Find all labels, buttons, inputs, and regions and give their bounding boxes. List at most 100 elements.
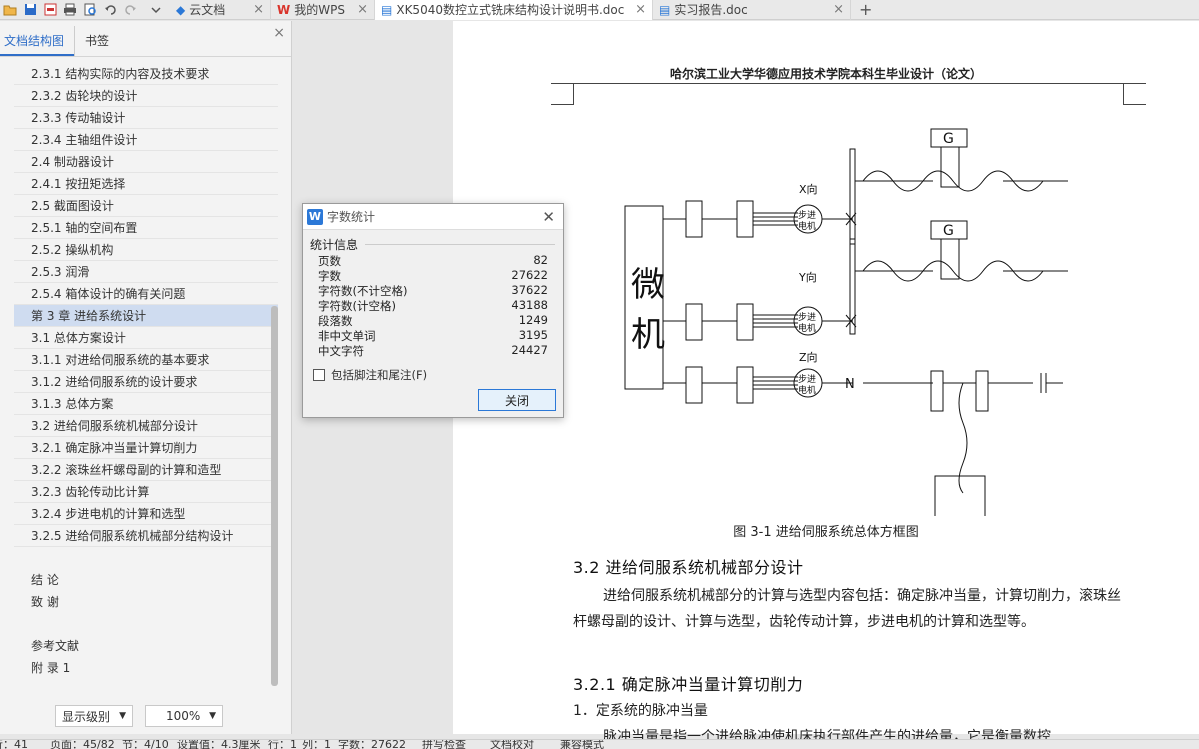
dialog-titlebar[interactable]: W 字数统计 ✕: [303, 204, 563, 230]
stat-value: 3195: [518, 328, 548, 342]
tab-my-wps[interactable]: W 我的WPS ×: [271, 0, 375, 20]
micro-label-2: 机: [631, 315, 665, 355]
outline-item[interactable]: 3.2.1 确定脉冲当量计算切削力: [14, 437, 278, 459]
checkbox-box[interactable]: [313, 369, 325, 381]
stat-value: 27622: [511, 268, 548, 282]
stat-value: 24427: [511, 343, 548, 357]
outline-item[interactable]: 2.3.3 传动轴设计: [14, 107, 278, 129]
outline-item[interactable]: 3.1.3 总体方案: [14, 393, 278, 415]
tab-bookmarks[interactable]: 书签: [74, 26, 119, 56]
status-row: 行：41: [0, 739, 28, 749]
tab-label: 云文档: [189, 3, 226, 17]
open-folder-icon[interactable]: [2, 2, 18, 18]
outline-item[interactable]: 3.1.1 对进给伺服系统的基本要求: [14, 349, 278, 371]
status-words[interactable]: 字数：27622: [338, 739, 406, 749]
outline-item[interactable]: 2.3.2 齿轮块的设计: [14, 85, 278, 107]
document-page[interactable]: 哈尔滨工业大学华德应用技术学院本科生毕业设计（论文）: [453, 21, 1199, 745]
page-header-text: 哈尔滨工业大学华德应用技术学院本科生毕业设计（论文）: [669, 67, 982, 81]
status-line: 行：1: [268, 739, 297, 749]
stat-label: 字符数(不计空格): [318, 284, 408, 298]
quick-access-toolbar: [0, 0, 170, 20]
status-doc-check[interactable]: 文档校对: [490, 739, 534, 749]
outline-item[interactable]: 2.3.1 结构实际的内容及技术要求: [14, 63, 278, 85]
close-icon[interactable]: ×: [253, 2, 264, 17]
close-button[interactable]: 关闭: [478, 389, 556, 411]
outline-item[interactable]: 2.3.4 主轴组件设计: [14, 129, 278, 151]
status-page[interactable]: 页面：45/82: [50, 739, 115, 749]
outline-item[interactable]: 2.5 截面图设计: [14, 195, 278, 217]
close-icon[interactable]: ×: [273, 25, 285, 41]
level-select-value: 显示级别: [62, 709, 111, 724]
outline-scrollbar[interactable]: [271, 306, 278, 686]
tab-label: XK5040数控立式铣床结构设计说明书.doc: [396, 3, 625, 17]
outline-item[interactable]: 3.1 总体方案设计: [14, 327, 278, 349]
tab-active-document[interactable]: ▤ XK5040数控立式铣床结构设计说明书.doc ×: [375, 0, 653, 20]
motor-label-y-1: 步进: [798, 312, 816, 323]
outline-item[interactable]: 2.5.3 润滑: [14, 261, 278, 283]
document-canvas: 哈尔滨工业大学华德应用技术学院本科生毕业设计（论文）: [293, 21, 1199, 745]
group-divider: [365, 244, 555, 245]
close-icon[interactable]: ✕: [542, 207, 555, 226]
motor-label-x-1: 步进: [798, 210, 816, 221]
motor-label-z-2: 电机: [798, 384, 816, 396]
stat-words: 字数 27622: [318, 268, 548, 283]
tab-label: 我的WPS: [294, 3, 345, 17]
close-icon[interactable]: ×: [357, 2, 368, 17]
outline-item[interactable]: 3.2.5 进给伺服系统机械部分结构设计: [14, 525, 278, 547]
stat-label: 字数: [318, 269, 341, 283]
wps-logo-icon: W: [307, 208, 323, 225]
outline-item[interactable]: 2.5.2 操纵机构: [14, 239, 278, 261]
g-label-y: G: [943, 223, 954, 239]
status-setting: 设置值：4.3厘米: [177, 739, 261, 749]
outline-item[interactable]: 附 录 1: [31, 661, 71, 675]
outline-item[interactable]: 3.2.3 齿轮传动比计算: [14, 481, 278, 503]
title-tab-bar: ◆ 云文档 × W 我的WPS × ▤ XK5040数控立式铣床结构设计说明书.…: [0, 0, 1199, 20]
power-amp-block: [736, 200, 754, 238]
outline-item[interactable]: 2.4.1 按扭矩选择: [14, 173, 278, 195]
tab-label: 实习报告.doc: [674, 3, 748, 17]
figure-caption: 图 3-1 进给伺服系统总体方框图: [733, 525, 919, 540]
dialog-title: 字数统计: [327, 210, 376, 224]
new-tab-button[interactable]: +: [859, 0, 873, 19]
tab-internship-report[interactable]: ▤ 实习报告.doc ×: [653, 0, 851, 20]
chevron-down-icon[interactable]: [148, 2, 164, 18]
doc-icon: ▤: [659, 2, 671, 17]
redo-icon[interactable]: [122, 2, 138, 18]
stat-value: 37622: [511, 283, 548, 297]
close-icon[interactable]: ×: [833, 2, 844, 17]
include-footnotes-checkbox[interactable]: 包括脚注和尾注(F): [313, 367, 427, 383]
outline-item-selected[interactable]: 第 3 章 进给系统设计: [14, 305, 278, 327]
zoom-select[interactable]: 100% ▼: [145, 705, 223, 727]
level-select[interactable]: 显示级别 ▼: [55, 705, 133, 727]
export-pdf-icon[interactable]: [42, 2, 58, 18]
tab-document-outline[interactable]: 文档结构图: [0, 26, 75, 56]
n-label: N: [845, 377, 855, 392]
outline-item[interactable]: 2.5.4 箱体设计的确有关问题: [14, 283, 278, 305]
outline-item[interactable]: 2.4 制动器设计: [14, 151, 278, 173]
print-preview-icon[interactable]: [82, 2, 98, 18]
outline-item[interactable]: 3.2.4 步进电机的计算和选型: [14, 503, 278, 525]
heading-3-2: 3.2 进给伺服系统机械部分设计: [573, 558, 804, 577]
outline-item[interactable]: 致 谢: [31, 595, 59, 609]
close-icon[interactable]: ×: [635, 2, 646, 17]
paragraph-3-2: 进给伺服系统机械部分的计算与选型内容包括：确定脉冲当量，计算切削力，滚珠丝杆螺母…: [573, 588, 1121, 630]
outline-item[interactable]: 3.1.2 进给伺服系统的设计要求: [14, 371, 278, 393]
outline-item[interactable]: 3.2.2 滚珠丝杆螺母副的计算和造型: [14, 459, 278, 481]
outline-item[interactable]: 3.2 进给伺服系统机械部分设计: [14, 415, 278, 437]
outline-item[interactable]: 结 论: [31, 573, 59, 587]
tab-cloud-docs[interactable]: ◆ 云文档 ×: [170, 0, 271, 20]
status-bar: 行：41 页面：45/82 节：4/10 设置值：4.3厘米 行：1 列：1 字…: [0, 739, 1199, 749]
motor-label-z-1: 步进: [798, 374, 816, 385]
document-outline-panel: 文档结构图 书签 × 2.3.1 结构实际的内容及技术要求 2.3.2 齿轮块的…: [0, 21, 292, 734]
outline-item[interactable]: 2.5.1 轴的空间布置: [14, 217, 278, 239]
status-spell-check[interactable]: 拼写检查: [422, 739, 466, 749]
undo-icon[interactable]: [102, 2, 118, 18]
g-label-x: G: [943, 131, 954, 147]
print-icon[interactable]: [62, 2, 78, 18]
outline-item[interactable]: 参考文献: [31, 639, 80, 653]
save-icon[interactable]: [22, 2, 38, 18]
